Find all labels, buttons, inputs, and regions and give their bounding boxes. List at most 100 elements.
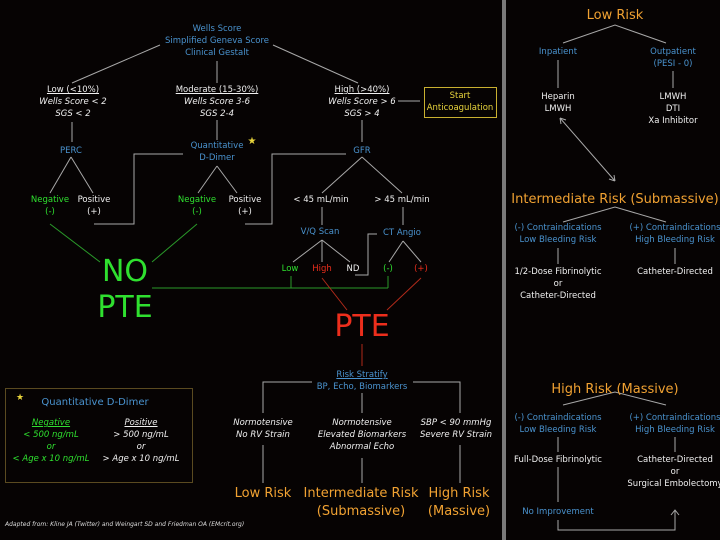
gfr-high-node: > 45 mL/min bbox=[374, 195, 430, 205]
desc-line: Abnormal Echo bbox=[329, 442, 395, 452]
stratum-intermediate-label: Intermediate Risk (Submassive) bbox=[304, 485, 419, 521]
star-icon: ★ bbox=[247, 136, 257, 147]
negative-label: Negative bbox=[30, 195, 70, 205]
no-word: NO bbox=[101, 254, 149, 289]
low-title: Low (<10%) bbox=[46, 85, 100, 95]
legend-line: > Age x 10 ng/mL bbox=[102, 454, 180, 464]
vq-low: Low bbox=[281, 264, 299, 274]
low-probability-node: Low (<10%) Wells Score < 2 SGS < 2 bbox=[39, 84, 106, 120]
root-line: Clinical Gestalt bbox=[185, 48, 249, 58]
label-line: (Massive) bbox=[427, 504, 491, 519]
risk-stratify-node: Risk Stratify BP, Echo, Biomarkers bbox=[317, 369, 408, 393]
ddimer-node: Quantitative D-Dimer bbox=[191, 140, 244, 164]
negative-sign: (-) bbox=[45, 207, 55, 217]
low-wells: Wells Score < 2 bbox=[39, 97, 107, 107]
positive-label: Positive bbox=[77, 195, 111, 205]
line: Low Bleeding Risk bbox=[519, 425, 597, 435]
line: Heparin bbox=[541, 92, 575, 102]
ddimer-legend-box bbox=[5, 388, 193, 483]
negative-sign: (-) bbox=[192, 207, 202, 217]
high-probability-node: High (>40%) Wells Score > 6 SGS > 4 bbox=[328, 84, 395, 120]
footnote: Adapted from: Kline JA (Twitter) and Wei… bbox=[5, 521, 245, 528]
no-pte-outcome: NO PTE bbox=[97, 254, 152, 326]
line: Catheter-Directed bbox=[520, 291, 596, 301]
desc-line: No RV Strain bbox=[236, 430, 290, 440]
legend-line: Negative bbox=[31, 418, 71, 428]
perc-node: PERC bbox=[60, 146, 82, 156]
risk-stratify-title: Risk Stratify bbox=[336, 370, 388, 380]
moderate-probability-node: Moderate (15-30%) Wells Score 3-6 SGS 2-… bbox=[176, 84, 259, 120]
line: (-) Contraindications bbox=[514, 223, 602, 233]
positive-sign: (+) bbox=[87, 207, 101, 217]
anticoag-line: Anticoagulation bbox=[426, 103, 494, 113]
ct-angio-node: CT Angio bbox=[383, 228, 421, 238]
intermediate-pos-tx: Catheter-Directed bbox=[637, 267, 713, 277]
desc-line: Normotensive bbox=[332, 418, 392, 428]
line: Surgical Embolectomy bbox=[627, 479, 720, 489]
line: LMWH bbox=[659, 92, 687, 102]
vq-scan-node: V/Q Scan bbox=[300, 227, 340, 237]
perc-positive: Positive (+) bbox=[78, 194, 111, 218]
label-line: High Risk bbox=[428, 486, 490, 501]
stratum-high-label: High Risk (Massive) bbox=[428, 485, 490, 521]
ddimer-positive: Positive(+) bbox=[229, 194, 262, 218]
no-improvement-node: No Improvement bbox=[522, 507, 594, 517]
root-line: Wells Score bbox=[192, 24, 242, 34]
root-line: Simplified Geneva Score bbox=[164, 36, 270, 46]
outpatient-node: Outpatient (PESI - 0) bbox=[650, 46, 696, 70]
star-icon: ★ bbox=[15, 393, 25, 403]
negative-label: Negative bbox=[177, 195, 217, 205]
legend-line: > 500 ng/mL bbox=[113, 430, 169, 440]
high-neg-tx: Full-Dose Fibrinolytic bbox=[514, 455, 602, 465]
line: Catheter-Directed bbox=[637, 455, 713, 465]
moderate-wells: Wells Score 3-6 bbox=[183, 97, 251, 107]
line: (PESI - 0) bbox=[653, 59, 693, 69]
risk-stratify-sub: BP, Echo, Biomarkers bbox=[316, 382, 408, 392]
gfr-node: GFR bbox=[353, 146, 371, 156]
line: Outpatient bbox=[650, 47, 696, 57]
tx-high-title: High Risk (Massive) bbox=[551, 382, 679, 397]
start-line: Start bbox=[449, 91, 471, 101]
line: High Bleeding Risk bbox=[635, 425, 715, 435]
stratum-low-label: Low Risk bbox=[234, 486, 292, 501]
line: (+) Contraindications bbox=[629, 413, 720, 423]
line: (-) Contraindications bbox=[514, 413, 602, 423]
ct-positive: (+) bbox=[414, 264, 428, 274]
ddimer-line: D-Dimer bbox=[199, 153, 235, 163]
line: LMWH bbox=[544, 104, 572, 114]
desc-line: Elevated Biomarkers bbox=[317, 430, 407, 440]
line: or bbox=[553, 279, 563, 289]
ddimer-line: Quantitative bbox=[190, 141, 244, 151]
line: 1/2-Dose Fibrinolytic bbox=[514, 267, 602, 277]
pte-outcome: PTE bbox=[334, 309, 390, 344]
line: Low Bleeding Risk bbox=[519, 235, 597, 245]
line: DTI bbox=[665, 104, 681, 114]
high-sgs: SGS > 4 bbox=[344, 109, 380, 119]
high-wells: Wells Score > 6 bbox=[328, 97, 396, 107]
legend-line: < 500 ng/mL bbox=[23, 430, 79, 440]
legend-line: or bbox=[136, 442, 146, 452]
label-line: Intermediate Risk bbox=[303, 486, 419, 501]
desc-line: Severe RV Strain bbox=[420, 430, 492, 440]
label-line: (Submassive) bbox=[316, 504, 406, 519]
low-sgs: SGS < 2 bbox=[55, 109, 91, 119]
legend-title: Quantitative D-Dimer bbox=[41, 397, 149, 408]
moderate-title: Moderate (15-30%) bbox=[175, 85, 259, 95]
legend-line: or bbox=[46, 442, 56, 452]
high-title: High (>40%) bbox=[334, 85, 390, 95]
pte-word: PTE bbox=[97, 290, 153, 325]
tx-low-risk-title: Low Risk bbox=[586, 8, 644, 23]
